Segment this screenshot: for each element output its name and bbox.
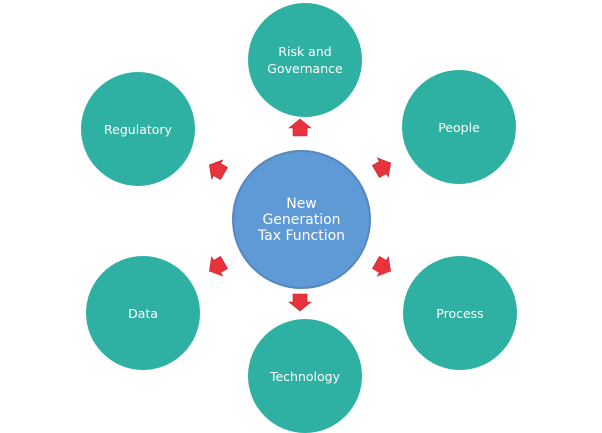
center-node-label: New Generation Tax Function <box>257 195 346 244</box>
node-risk-and-governance: Risk and Governance <box>248 3 362 117</box>
arrow-upper-left <box>209 159 228 180</box>
arrow-lower-right <box>372 256 391 277</box>
node-regulatory: Regulatory <box>81 72 195 186</box>
node-technology-label: Technology <box>269 368 341 384</box>
arrow-up <box>288 118 312 137</box>
node-risk-and-governance-label: Risk and Governance <box>267 44 343 76</box>
node-data-label: Data <box>128 305 158 321</box>
node-regulatory-label: Regulatory <box>104 121 172 137</box>
node-technology: Technology <box>248 319 362 433</box>
arrow-lower-left <box>209 256 228 277</box>
node-process: Process <box>403 256 517 370</box>
node-process-label: Process <box>436 305 484 321</box>
node-people: People <box>402 70 516 184</box>
center-node-new-generation-tax-function: New Generation Tax Function <box>232 150 371 289</box>
node-data: Data <box>86 256 200 370</box>
node-people-label: People <box>438 119 480 135</box>
arrow-down <box>288 293 312 312</box>
arrow-upper-right <box>372 157 391 178</box>
